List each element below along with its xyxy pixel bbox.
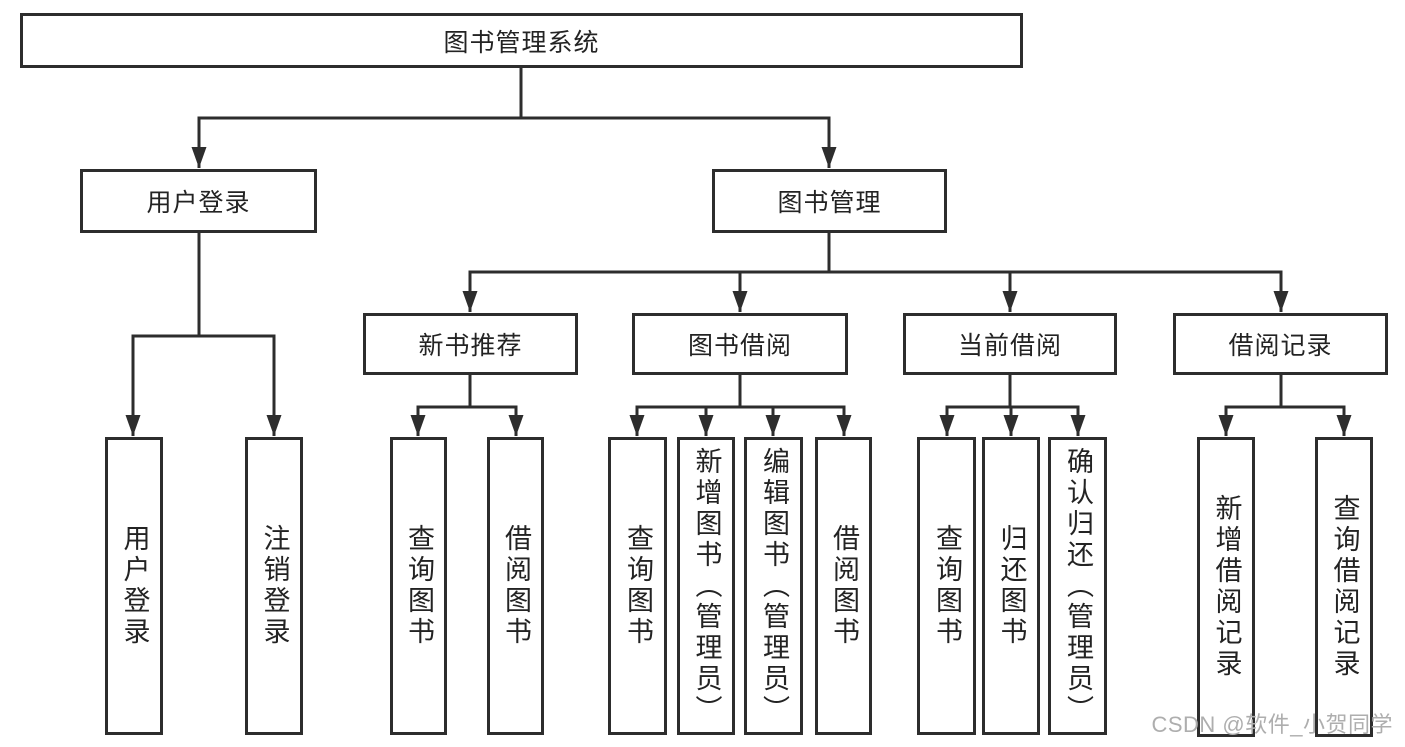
- node-label: 查询借阅记录: [1329, 494, 1360, 680]
- node-book-management: 图书管理: [712, 169, 947, 233]
- node-book-borrow: 图书借阅: [632, 313, 848, 375]
- node-new-book-recommend: 新书推荐: [363, 313, 578, 375]
- leaf-new-book-query-books: 查询图书: [390, 437, 447, 735]
- node-label: 查询图书: [932, 524, 962, 648]
- node-label: 新书推荐: [418, 332, 523, 360]
- leaf-borrow-query-books: 查询图书: [608, 437, 667, 735]
- leaf-current-confirm-return-admin: 确认归还（管理员）: [1048, 437, 1107, 735]
- node-label: 图书管理: [777, 189, 882, 217]
- node-label: 图书管理系统: [443, 28, 600, 57]
- leaf-current-return-books: 归还图书: [982, 437, 1040, 735]
- leaf-borrow-borrow-books: 借阅图书: [815, 437, 872, 735]
- leaf-user-login: 用户登录: [105, 437, 163, 735]
- node-label: 查询图书: [404, 524, 434, 648]
- node-label: 用户登录: [119, 524, 150, 648]
- node-library-management-system: 图书管理系统: [20, 13, 1023, 68]
- node-label: 编辑图书（管理员）: [759, 446, 789, 726]
- node-label: 借阅图书: [501, 524, 531, 648]
- leaf-current-query-books: 查询图书: [917, 437, 976, 735]
- node-label: 图书借阅: [687, 332, 792, 360]
- node-borrow-records: 借阅记录: [1173, 313, 1388, 375]
- node-label: 用户登录: [146, 189, 251, 217]
- leaf-new-book-borrow-books: 借阅图书: [487, 437, 544, 735]
- csdn-watermark: CSDN @软件_小贺同学: [1151, 712, 1393, 737]
- node-label: 新增图书（管理员）: [691, 446, 722, 726]
- leaf-borrow-add-books-admin: 新增图书（管理员）: [677, 437, 735, 735]
- node-label: 归还图书: [996, 524, 1027, 648]
- node-current-borrow: 当前借阅: [903, 313, 1117, 375]
- node-user-login: 用户登录: [80, 169, 317, 233]
- leaf-records-query-borrow-record: 查询借阅记录: [1315, 437, 1373, 737]
- node-label: 新增借阅记录: [1211, 494, 1242, 680]
- leaf-records-add-borrow-record: 新增借阅记录: [1197, 437, 1255, 737]
- node-label: 查询图书: [623, 524, 653, 648]
- node-label: 注销登录: [259, 524, 290, 648]
- node-label: 确认归还（管理员）: [1063, 446, 1093, 726]
- node-label: 当前借阅: [957, 332, 1062, 360]
- node-label: 借阅图书: [829, 524, 859, 648]
- leaf-borrow-edit-books-admin: 编辑图书（管理员）: [744, 437, 803, 735]
- node-label: 借阅记录: [1228, 332, 1333, 360]
- leaf-logout-login: 注销登录: [245, 437, 303, 735]
